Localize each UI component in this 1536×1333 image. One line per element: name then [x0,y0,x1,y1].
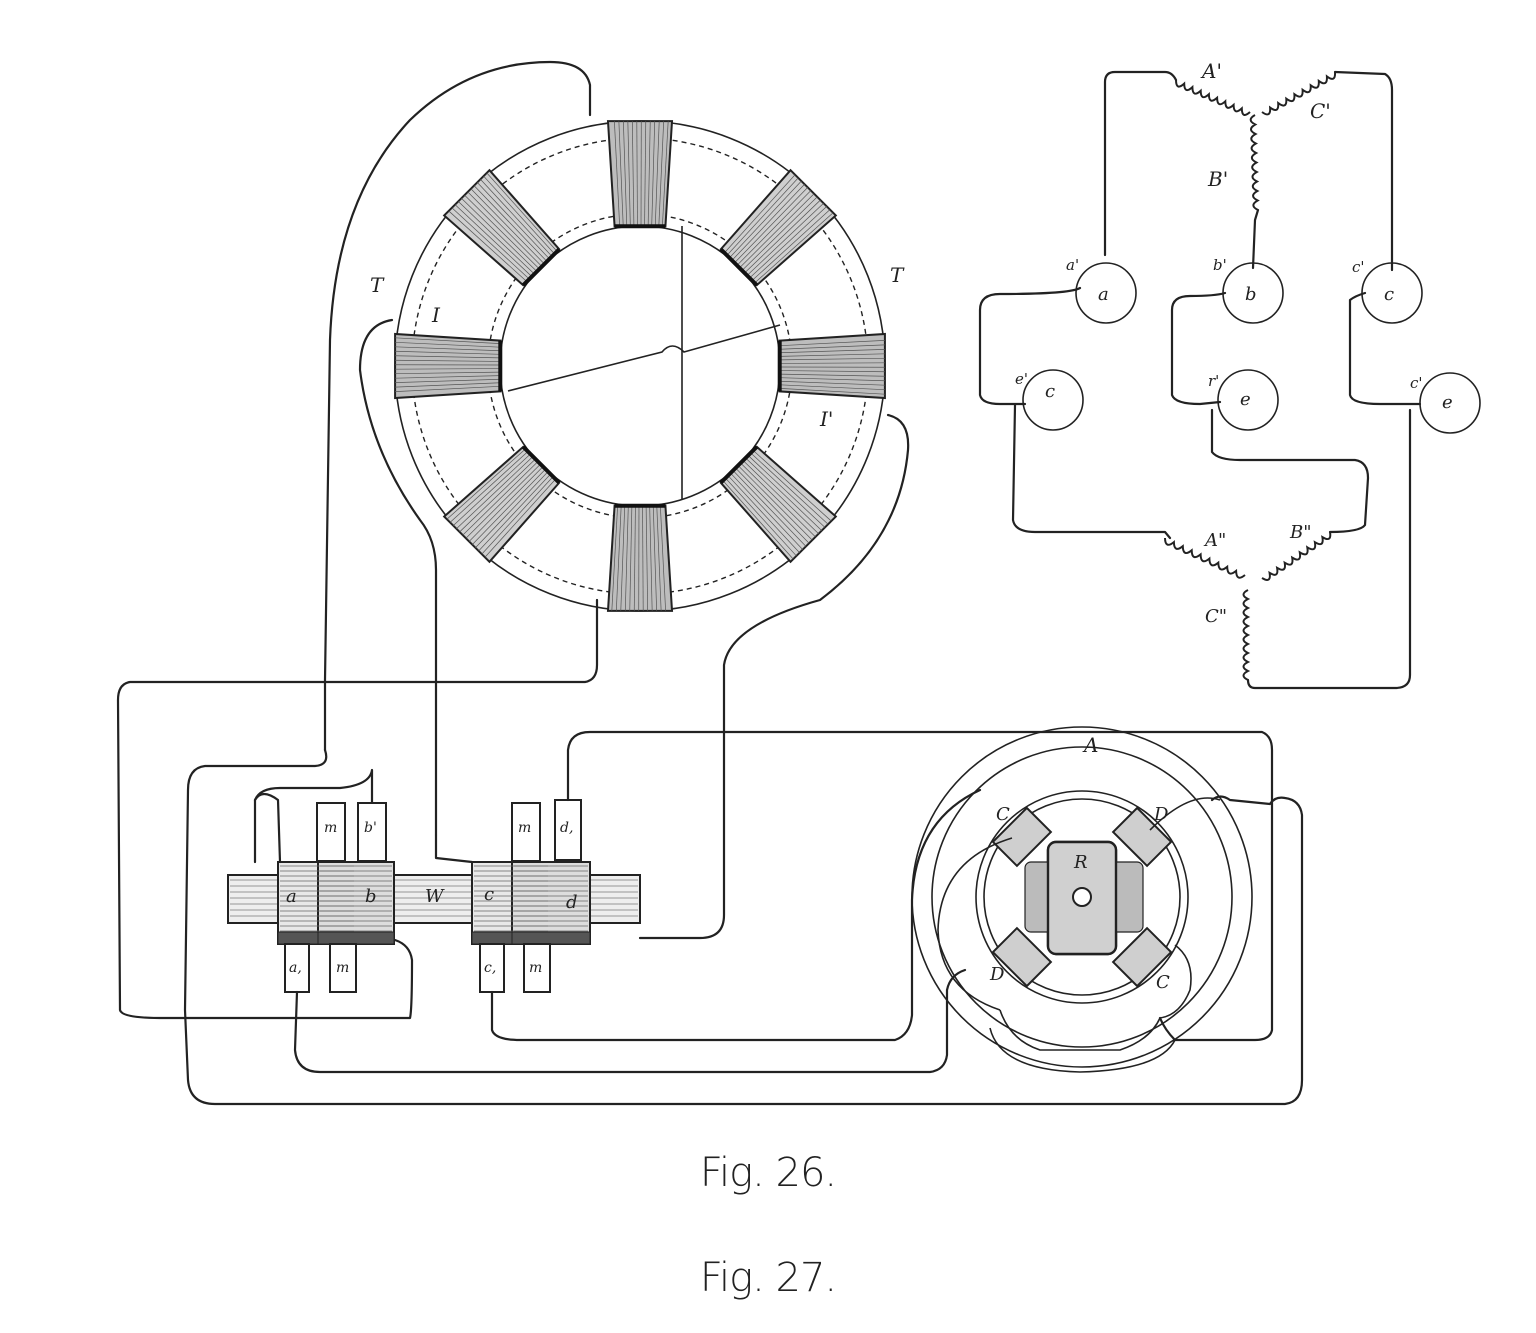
label-motor-C-top: C [996,804,1010,825]
label-shaft-c: c [484,884,494,905]
ring-coil [395,334,500,398]
label-I-right: I' [819,407,833,431]
label-shaft-W: W [425,886,445,907]
label-motor-C-bottom: C [1156,972,1170,993]
label-I-left: I [431,303,441,327]
shaft-assembly: a b c d W m b' m d, a, m c, m [228,800,640,992]
label-gen-e3: e [1442,392,1453,413]
label-gen-e1: c [1045,381,1055,402]
label-brush-c1: c, [484,960,496,976]
ring-coils [395,121,885,611]
label-delta-A1: A' [1200,59,1222,83]
ring-coil [608,121,672,226]
ring-armature: T T I I' [370,121,905,611]
label-motor-A: A [1082,733,1098,757]
label-motor-D-bottom: D [989,964,1005,985]
label-T-left: T [370,273,385,297]
label-brush-d1: d, [560,820,573,836]
label-delta-B2: B" [1289,522,1312,543]
label-delta-C1: C' [1310,99,1331,123]
label-brush-a1: a, [289,960,302,976]
label-brush-m1: m [324,820,337,836]
label-gen-e3-prime: c' [1410,374,1423,392]
label-gen-b: b [1245,284,1257,305]
ring-coil [608,506,672,611]
label-gen-c: c [1384,284,1394,305]
delta-network: A' C' B' a b c a' b' c' c e e e' r' c' A… [980,59,1480,688]
label-brush-b1: b' [364,820,377,836]
label-delta-A2: A" [1203,530,1226,551]
label-gen-e2-prime: r' [1208,372,1219,390]
label-brush-m3: m [336,960,349,976]
figure-caption-26: Fig. 26. [0,1150,1536,1196]
label-gen-a: a [1098,284,1109,305]
motor-A: R A C D D C [912,727,1252,1072]
label-brush-m2: m [518,820,531,836]
label-shaft-d: d [566,892,578,913]
label-brush-m4: m [529,960,542,976]
ring-coil [780,334,885,398]
label-shaft-b: b [365,886,377,907]
label-gen-e2: e [1240,389,1251,410]
label-delta-C2: C" [1205,606,1227,627]
label-gen-a-prime: a' [1066,256,1079,274]
label-gen-b-prime: b' [1213,256,1227,274]
figure-caption-27: Fig. 27. [0,1255,1536,1301]
label-delta-B1: B' [1207,167,1228,191]
label-motor-R: R [1073,852,1088,873]
label-shaft-a: a [286,886,297,907]
label-gen-c-prime: c' [1352,258,1365,276]
label-T-right: T [890,263,905,287]
label-gen-e1-prime: e' [1015,370,1028,388]
